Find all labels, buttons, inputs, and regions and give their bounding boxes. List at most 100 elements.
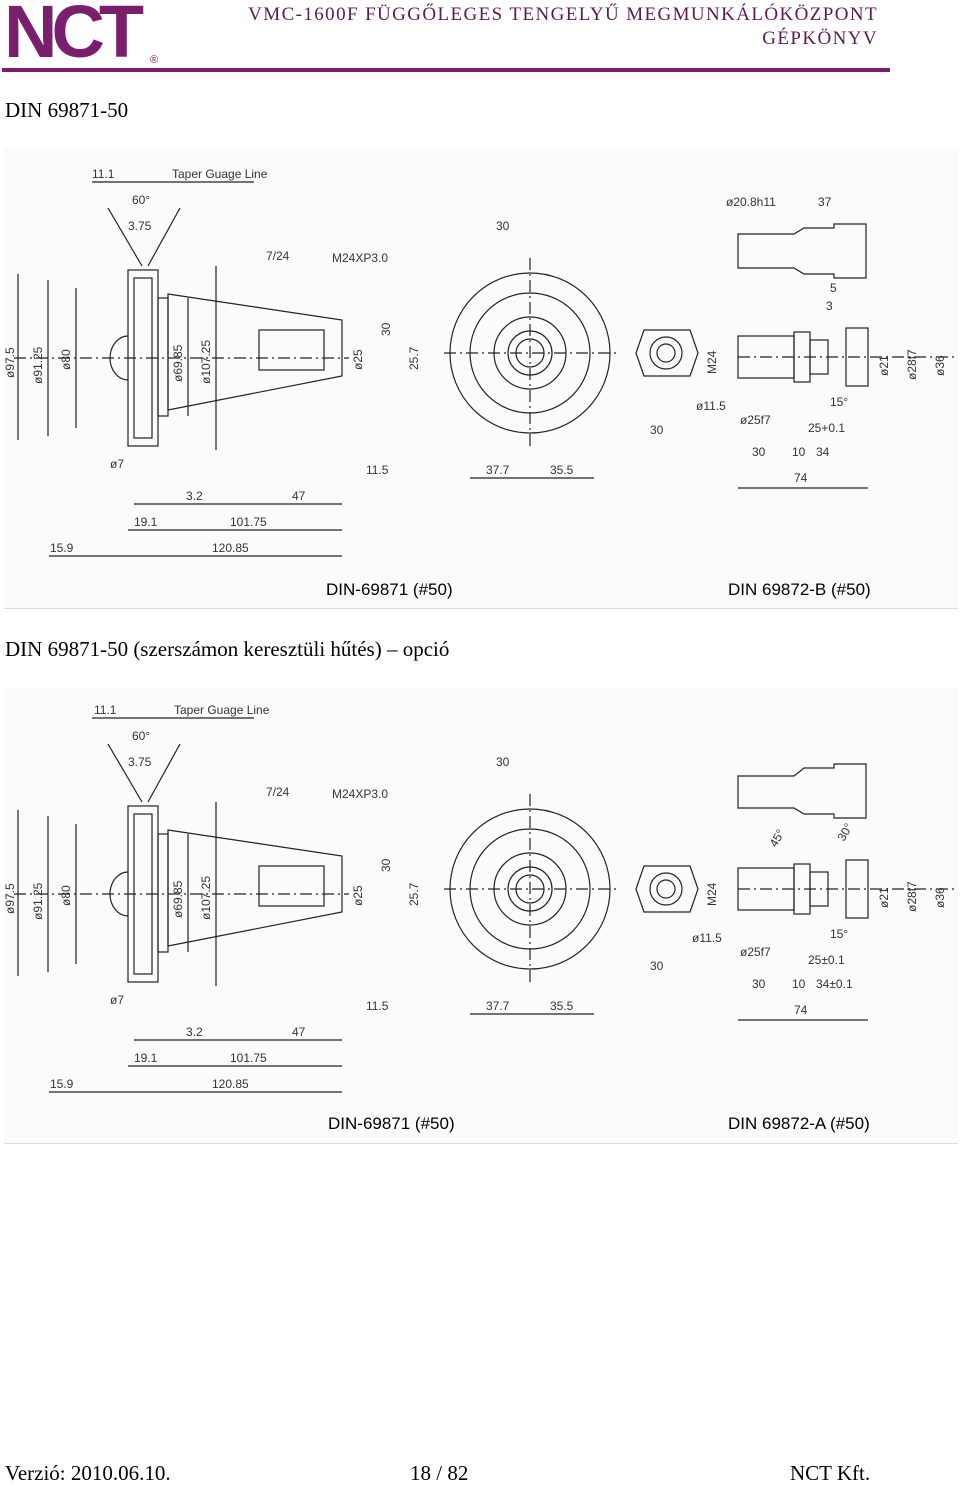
din-69871-label: DIN-69871 (#50): [326, 580, 453, 599]
dim-label: ø97.5: [4, 347, 17, 378]
dim-label: 45°: [766, 827, 787, 850]
dim-label: 25+0.1: [808, 421, 845, 435]
dim-label: 30: [379, 322, 393, 336]
dim-label: 11.5: [366, 463, 389, 477]
dim-label: 15.9: [50, 1077, 74, 1091]
dim-label: 15.9: [50, 541, 74, 555]
dim-label: 37.7: [486, 999, 510, 1013]
dim-label: 101.75: [230, 515, 267, 529]
dim-label: 15°: [830, 395, 848, 409]
dim-label: 60°: [132, 193, 150, 207]
dim-label: ø91.25: [31, 346, 45, 384]
dim-label: ø7: [110, 457, 124, 471]
dim-label: 35.5: [550, 463, 574, 477]
dim-label: ø11.5: [692, 931, 722, 945]
dim-label: ø7: [110, 993, 124, 1007]
dim-label: 37.7: [486, 463, 510, 477]
dim-label: 47: [292, 1025, 306, 1039]
din-69872-a-label: DIN 69872-A (#50): [728, 1114, 870, 1133]
dim-label: Taper Guage Line: [174, 703, 270, 717]
dim-label: 120.85: [212, 1077, 249, 1091]
dim-label: 3.75: [128, 219, 152, 233]
dim-label: 3: [826, 299, 833, 313]
dim-label: ø97.5: [4, 883, 17, 914]
din-69872-b-label: DIN 69872-B (#50): [728, 580, 871, 599]
drawing-1-svg: 11.1 Taper Guage Line 60° 3.75 7/24 M24X…: [4, 167, 954, 599]
dim-label: 34: [816, 445, 830, 459]
din-69871-label: DIN-69871 (#50): [328, 1114, 455, 1133]
footer-page-number: 18 / 82: [410, 1461, 469, 1485]
dim-label: 15°: [830, 927, 848, 941]
dim-label: 30: [752, 445, 766, 459]
dim-label: 10: [792, 445, 806, 459]
dim-label: ø80: [59, 349, 73, 370]
section-2-drawing: 11.1 Taper Guage Line 60° 3.75 7/24 M24X…: [4, 688, 958, 1144]
dim-label: 25.7: [407, 882, 421, 906]
dim-label: ø69.85: [171, 880, 185, 918]
dim-label: ø25f7: [740, 413, 771, 427]
dim-label: Taper Guage Line: [172, 167, 268, 181]
dim-label: 37: [818, 195, 832, 209]
dim-label: ø25: [351, 885, 365, 906]
section-1-caption: DIN 69871-50: [5, 98, 129, 122]
dim-label: ø80: [59, 885, 73, 906]
drawing-2-svg: 11.1 Taper Guage Line 60° 3.75 7/24 M24X…: [4, 703, 954, 1133]
dim-label: ø36: [933, 355, 947, 376]
dim-label: 5: [830, 281, 837, 295]
dim-label: 35.5: [550, 999, 574, 1013]
dim-label: 30: [650, 423, 664, 437]
dim-label: 30°: [834, 821, 855, 844]
dim-label: 10: [792, 977, 806, 991]
dim-label: M24: [705, 882, 719, 906]
footer-company: NCT Kft.: [790, 1461, 871, 1485]
dim-label: 3.2: [186, 1025, 203, 1039]
dim-label: ø107.25: [199, 340, 213, 384]
dim-label: 3.75: [128, 755, 152, 769]
page-header: NCT ® VMC-1600F FÜGGŐLEGES TENGELYŰ MEGM…: [0, 0, 960, 78]
dim-label: 30: [496, 755, 510, 769]
dim-label: 30: [752, 977, 766, 991]
dim-label: 19.1: [134, 515, 158, 529]
dim-label: 11.1: [94, 703, 117, 717]
logo-text: NCT: [4, 0, 144, 73]
dim-label: M24XP3.0: [332, 787, 388, 801]
dim-label: 25±0.1: [808, 953, 845, 967]
dim-label: 30: [496, 219, 510, 233]
dim-label: M24: [705, 350, 719, 374]
document-subtitle: GÉPKÖNYV: [762, 28, 878, 49]
dim-label: 19.1: [134, 1051, 158, 1065]
dim-label: 74: [794, 1003, 808, 1017]
footer-version: Verzió: 2010.06.10.: [5, 1461, 171, 1485]
dim-label: ø25: [351, 349, 365, 370]
dim-label: 60°: [132, 729, 150, 743]
dim-label: 120.85: [212, 541, 249, 555]
document-title: VMC-1600F FÜGGŐLEGES TENGELYŰ MEGMUNKÁLÓ…: [248, 4, 878, 25]
dim-label: 3.2: [186, 489, 203, 503]
dim-label: ø21: [877, 887, 891, 908]
dim-label: 25.7: [407, 346, 421, 370]
dim-label: ø28f7: [905, 881, 919, 912]
dimension-labels: 11.1 Taper Guage Line 60° 3.75 7/24 M24X…: [4, 703, 947, 1091]
dim-label: M24XP3.0: [332, 251, 388, 265]
dim-label: 34±0.1: [816, 977, 853, 991]
dim-label: 7/24: [266, 785, 290, 799]
dim-label: ø107.25: [199, 876, 213, 920]
dim-label: 47: [292, 489, 306, 503]
dim-label: 7/24: [266, 249, 290, 263]
dim-label: ø25f7: [740, 945, 771, 959]
dim-label: ø36: [933, 887, 947, 908]
dim-label: ø91.25: [31, 882, 45, 920]
tool-holder-outline: [14, 181, 954, 557]
dim-label: ø20.8h11: [726, 195, 776, 209]
nct-logo: NCT ®: [2, 0, 162, 72]
dim-label: ø11.5: [696, 399, 726, 413]
dim-label: 11.5: [366, 999, 389, 1013]
section-1-drawing: 11.1 Taper Guage Line 60° 3.75 7/24 M24X…: [4, 148, 958, 609]
dimension-labels: 11.1 Taper Guage Line 60° 3.75 7/24 M24X…: [4, 167, 947, 555]
dim-label: 74: [794, 471, 808, 485]
dim-label: 30: [650, 959, 664, 973]
dim-label: ø28f7: [905, 349, 919, 380]
section-2-caption: DIN 69871-50 (szerszámon keresztüli hűté…: [5, 637, 450, 661]
logo-registered-mark: ®: [150, 54, 159, 66]
dim-label: 101.75: [230, 1051, 267, 1065]
